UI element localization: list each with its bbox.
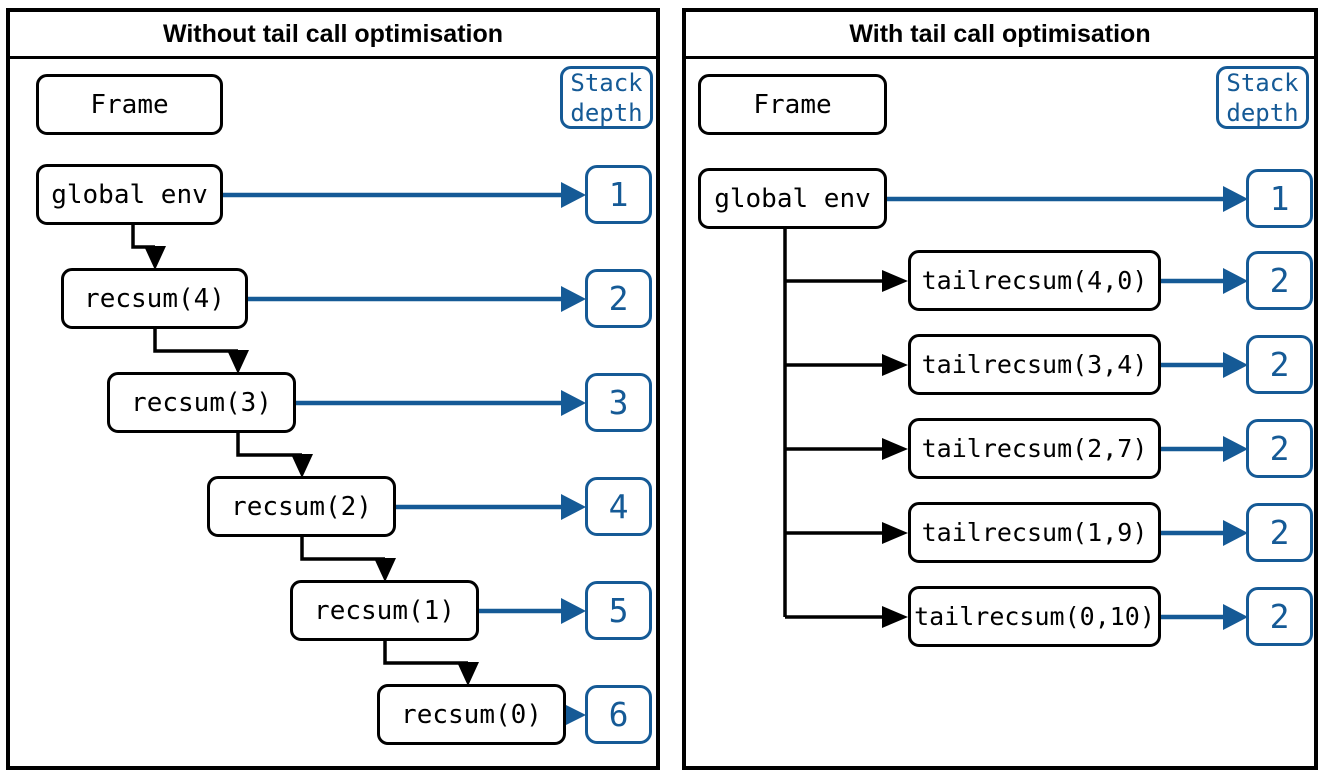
- depth-box-left-5: 5: [585, 581, 652, 640]
- frame-box-tailrecsum-2-7: tailrecsum(2,7): [908, 418, 1161, 479]
- depth-box-left-2: 2: [585, 269, 652, 328]
- frame-box-tailrecsum-4-0: tailrecsum(4,0): [908, 250, 1161, 311]
- depth-box-left-6: 6: [585, 685, 652, 744]
- panel-title-with-tco: With tail call optimisation: [686, 12, 1314, 59]
- stack-depth-header-right-line2: depth: [1226, 98, 1299, 127]
- stack-depth-header-right: Stack depth: [1216, 66, 1309, 129]
- depth-box-right-2b: 2: [1246, 335, 1313, 394]
- panel-title-without-tco: Without tail call optimisation: [10, 12, 656, 59]
- depth-box-right-2d: 2: [1246, 503, 1313, 562]
- stack-depth-header-left-line1: Stack: [570, 68, 643, 97]
- frame-box-tailrecsum-0-10: tailrecsum(0,10): [908, 586, 1161, 647]
- stack-depth-header-right-line1: Stack: [1226, 68, 1299, 97]
- frame-box-recsum1: recsum(1): [290, 580, 479, 641]
- frame-box-tailrecsum-1-9: tailrecsum(1,9): [908, 502, 1161, 563]
- depth-box-left-4: 4: [585, 477, 652, 536]
- depth-box-right-2c: 2: [1246, 419, 1313, 478]
- depth-box-right-2e: 2: [1246, 587, 1313, 646]
- frame-box-tailrecsum-3-4: tailrecsum(3,4): [908, 334, 1161, 395]
- frame-column-header-right: Frame: [698, 74, 887, 135]
- frame-box-recsum3: recsum(3): [107, 372, 296, 433]
- depth-box-left-1: 1: [585, 165, 652, 224]
- depth-box-right-2a: 2: [1246, 251, 1313, 310]
- frame-box-recsum0: recsum(0): [377, 684, 566, 745]
- stack-depth-header-left: Stack depth: [560, 66, 653, 129]
- stack-depth-header-left-line2: depth: [570, 98, 643, 127]
- frame-box-recsum4: recsum(4): [61, 268, 248, 329]
- frame-column-header-left: Frame: [36, 74, 223, 135]
- frame-box-global-env-right: global env: [698, 168, 887, 229]
- depth-box-left-3: 3: [585, 373, 652, 432]
- depth-box-right-1: 1: [1246, 169, 1313, 228]
- frame-box-global-env-left: global env: [36, 164, 223, 225]
- frame-box-recsum2: recsum(2): [207, 476, 396, 537]
